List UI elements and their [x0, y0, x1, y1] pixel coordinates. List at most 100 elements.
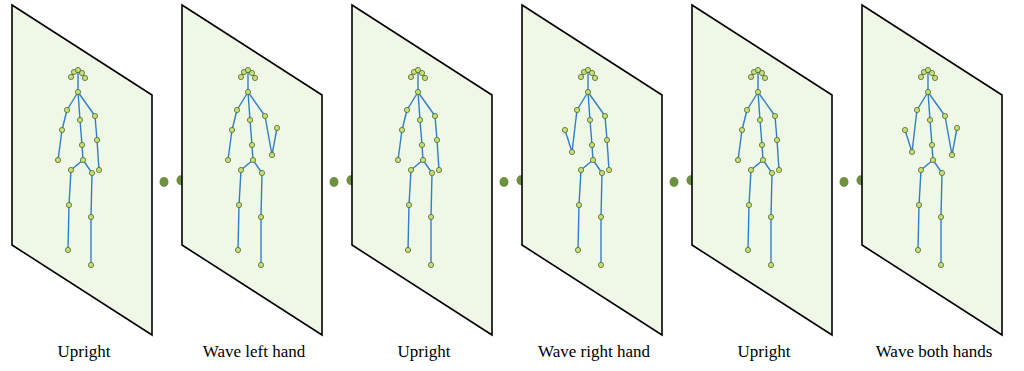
joint-dot: [932, 75, 937, 80]
bone-line: [402, 110, 407, 130]
joint-dot: [589, 142, 594, 147]
joint-dot: [229, 127, 234, 132]
frame-group: [12, 5, 152, 335]
joint-dot: [82, 75, 87, 80]
frame-panel: [182, 5, 322, 335]
bone-line: [420, 120, 422, 145]
joint-dot: [918, 74, 923, 79]
frame-group: [352, 5, 492, 335]
joint-dot: [225, 157, 230, 162]
joint-dot: [415, 89, 420, 94]
joint-dot: [249, 142, 254, 147]
bone-line: [228, 130, 232, 160]
joint-dot: [79, 142, 84, 147]
joint-dot: [258, 214, 263, 219]
bone-line: [928, 92, 930, 120]
joint-dot: [929, 142, 934, 147]
joint-dot: [925, 89, 930, 94]
bone-line: [62, 110, 67, 130]
bone-line: [742, 110, 747, 130]
joint-dot: [585, 89, 590, 94]
joint-dot: [422, 75, 427, 80]
joint-dot: [235, 247, 240, 252]
joint-dot: [434, 137, 439, 142]
joint-dot: [762, 75, 767, 80]
bone-line: [435, 116, 437, 140]
joint-dot: [589, 70, 594, 75]
joint-dot: [938, 214, 943, 219]
joint-dot: [96, 167, 101, 172]
frame-panel: [12, 5, 152, 335]
bone-line: [407, 92, 418, 110]
joint-dot: [929, 70, 934, 75]
joint-dot: [606, 167, 611, 172]
bone-line: [928, 92, 945, 116]
bone-line: [587, 70, 588, 92]
joint-dot: [938, 262, 943, 267]
ellipsis-dot: [670, 177, 679, 187]
ellipsis-dot: [330, 177, 339, 187]
joint-dot: [942, 113, 947, 118]
bone-line: [917, 92, 928, 110]
joint-dot: [590, 157, 595, 162]
joint-dot: [914, 107, 919, 112]
joint-dot: [238, 167, 243, 172]
bone-line: [572, 110, 577, 152]
frame-group: [182, 5, 322, 335]
joint-dot: [575, 247, 580, 252]
bone-line: [68, 205, 69, 250]
joint-dot: [569, 149, 574, 154]
bone-line: [930, 120, 932, 145]
bone-line: [437, 140, 439, 170]
joint-dot: [238, 74, 243, 79]
joint-dot: [768, 262, 773, 267]
bone-line: [588, 92, 590, 120]
joint-dot: [746, 202, 751, 207]
joint-dot: [408, 74, 413, 79]
joint-dot: [574, 107, 579, 112]
joint-dot: [562, 127, 567, 132]
joint-dot: [77, 117, 82, 122]
bone-line: [431, 173, 432, 217]
joint-dot: [909, 149, 914, 154]
joint-dot: [745, 247, 750, 252]
joint-dot: [259, 170, 264, 175]
joint-dot: [760, 157, 765, 162]
bone-line: [248, 92, 265, 116]
joint-dot: [902, 127, 907, 132]
bone-line: [409, 170, 411, 205]
joint-dot: [772, 113, 777, 118]
joint-dot: [432, 113, 437, 118]
bone-line: [945, 116, 952, 155]
joint-dot: [89, 170, 94, 175]
bone-line: [238, 205, 239, 250]
joint-dot: [602, 113, 607, 118]
joint-dot: [748, 167, 753, 172]
joint-dot: [252, 75, 257, 80]
joint-dot: [262, 113, 267, 118]
joint-dot: [249, 70, 254, 75]
bone-line: [237, 92, 248, 110]
joint-dot: [245, 89, 250, 94]
bone-line: [247, 70, 248, 92]
joint-dot: [578, 74, 583, 79]
joint-dot: [66, 202, 71, 207]
bone-line: [578, 205, 579, 250]
frame-caption: Wave both hands: [876, 342, 993, 362]
bone-line: [757, 70, 758, 92]
joint-dot: [64, 107, 69, 112]
joint-dot: [419, 70, 424, 75]
bone-line: [408, 205, 409, 250]
ellipsis-dot: [500, 177, 509, 187]
bone-line: [250, 120, 252, 145]
bone-line: [91, 173, 92, 217]
bone-line: [579, 170, 581, 205]
joint-dot: [592, 75, 597, 80]
frame-panel: [352, 5, 492, 335]
bone-line: [918, 205, 919, 250]
joint-dot: [250, 157, 255, 162]
joint-dot: [759, 70, 764, 75]
bone-line: [770, 217, 771, 265]
joint-dot: [269, 152, 274, 157]
bone-line: [67, 92, 78, 110]
